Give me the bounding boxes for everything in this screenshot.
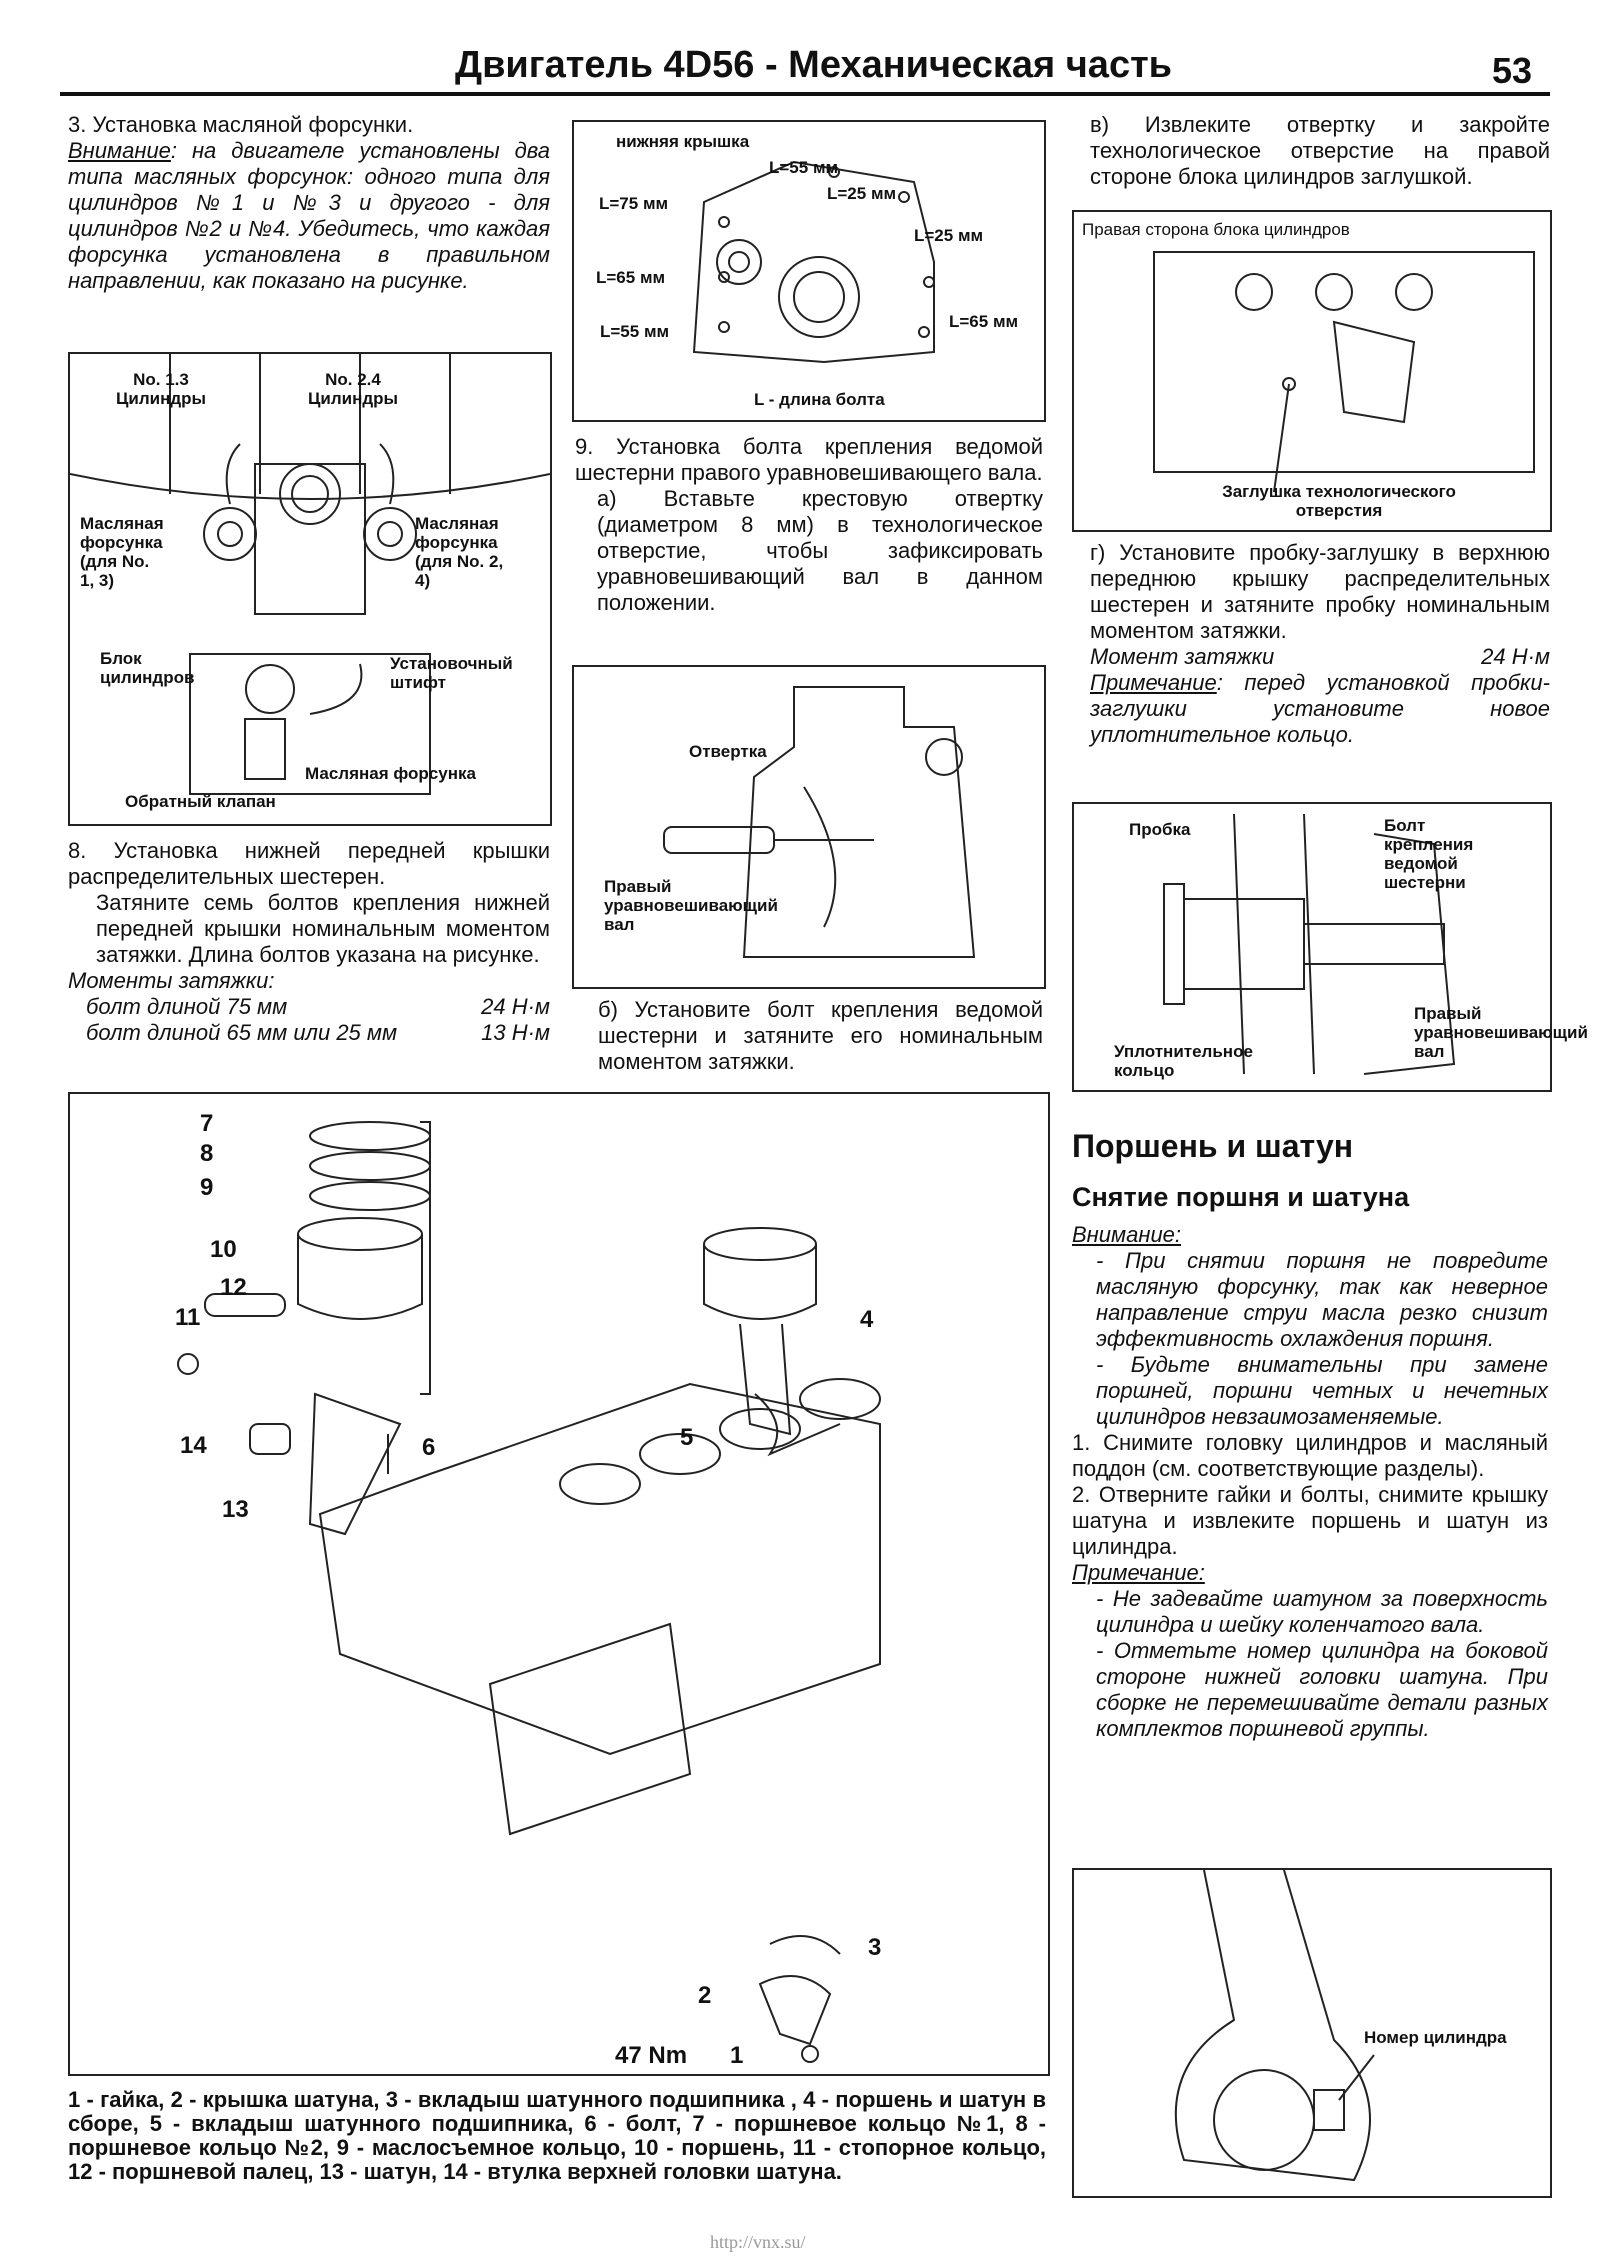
fig4-plug: Заглушка технологического отверстия [1222, 482, 1456, 520]
col1-step3-block: 3. Установка масляной форсунки. Внимание… [68, 112, 550, 294]
fig2-l75: L=75 мм [599, 194, 669, 213]
callout-14: 14 [180, 1432, 207, 1459]
figure-screwdriver: Отвертка Правый уравновешивающий вал [572, 665, 1046, 989]
header-rule [60, 92, 1550, 96]
torque-row: Момент затяжки 24 Н·м [1090, 644, 1550, 670]
callout-10: 10 [210, 1236, 237, 1263]
step-2: 2. Отверните гайки и болты, снимите крыш… [1072, 1482, 1548, 1559]
label-nozzle24: Масляная форсунка (для No. 2, 4) [415, 514, 504, 590]
torque-label: Момент затяжки [1090, 644, 1275, 669]
callout-5: 5 [680, 1424, 694, 1451]
torque-label: 47 Nm [615, 2042, 688, 2069]
col3-text-block: Внимание: - При снятии поршня не повреди… [1072, 1222, 1548, 1742]
fig5-plug: Пробка [1129, 820, 1191, 839]
figure-plug: Пробка Болт крепления ведомой шестерни П… [1072, 802, 1588, 1092]
step-v: в) Извлеките отвертку и закройте техноло… [1090, 112, 1550, 189]
fig2-l55a: L=55 мм [769, 158, 839, 177]
attention-2: - Будьте внимательны при замене поршней,… [1096, 1352, 1548, 1429]
exploded-drawing [177, 1121, 881, 2063]
label-block: Блок цилиндров [100, 649, 195, 687]
callout-2: 2 [698, 1982, 712, 2009]
note2-label: Примечание: [1072, 1560, 1205, 1585]
label-nozzle: Масляная форсунка [305, 764, 476, 783]
figure-legend: 1 - гайка, 2 - крышка шатуна, 3 - вклады… [68, 2087, 1046, 2184]
step-g: г) Установите пробку-заглушку в верхнюю … [1090, 540, 1550, 643]
col3-step-g-block: г) Установите пробку-заглушку в верхнюю … [1090, 540, 1550, 748]
callout-3: 3 [868, 1934, 882, 1961]
label-cyl13: No. 1.3 Цилиндры [116, 370, 207, 408]
torque-row-1: болт длиной 75 мм 24 Н·м [68, 994, 550, 1020]
attention-1: - При снятии поршня не повредите масляну… [1096, 1248, 1548, 1351]
callout-6: 6 [422, 1434, 436, 1461]
torques-label: Моменты затяжки: [68, 968, 275, 993]
callout-1: 1 [730, 2042, 744, 2069]
callout-7: 7 [200, 1110, 214, 1137]
subsection-title: Снятие поршня и шатуна [1072, 1182, 1410, 1212]
step-1: 1. Снимите головку цилиндров и масляный … [1072, 1430, 1548, 1481]
fig5-ring: Уплотнительное кольцо [1114, 1042, 1253, 1080]
col2-step9-block: 9. Установка болта крепления ведомой шес… [575, 434, 1043, 616]
fig4-title: Правая сторона блока цилиндров [1082, 220, 1350, 239]
callout-11: 11 [175, 1304, 201, 1331]
callout-12: 12 [220, 1274, 247, 1301]
label-cyl24: No. 2.4 Цилиндры [308, 370, 399, 408]
callout-9: 9 [200, 1174, 214, 1201]
torque1-value: 24 Н·м [481, 994, 550, 1019]
step8-heading: 8. Установка нижней передней крышки расп… [68, 838, 550, 889]
fig2-l65b: L=65 мм [949, 312, 1019, 331]
step8-text: Затяните семь болтов крепления нижней пе… [96, 890, 550, 967]
fig2-caption: L - длина болта [754, 390, 885, 409]
block-right-drawing [1153, 251, 1535, 493]
fig5-bolt: Болт крепления ведомой шестерни [1384, 816, 1474, 892]
figure-lower-cover: нижняя крышка L=55 мм L=25 мм L=75 мм L=… [572, 120, 1046, 422]
figure-rod-number: Номер цилиндра [1072, 1868, 1552, 2198]
note-plug: Примечание: перед установкой пробки-загл… [1090, 670, 1550, 748]
fig3-shaft: Правый уравновешивающий вал [604, 877, 778, 934]
lower-cover-drawing [692, 160, 935, 364]
screwdriver-drawing [663, 686, 976, 958]
label-valve: Обратный клапан [125, 792, 276, 811]
torque1-label: болт длиной 75 мм [86, 994, 288, 1019]
attention-label: Внимание: [1072, 1222, 1182, 1247]
oil-nozzles-drawing [70, 354, 550, 795]
fig2-l55b: L=55 мм [600, 322, 670, 341]
note-label: Примечание [1090, 670, 1217, 695]
note-text: : перед установкой пробки-заглушки устан… [1090, 670, 1550, 747]
torque-row-2: болт длиной 65 мм или 25 мм 13 Н·м [68, 1020, 550, 1046]
note2-a: - Не задевайте шатуном за поверхность ци… [1096, 1586, 1548, 1637]
fig5-shaft: Правый уравновешивающий вал [1414, 1004, 1588, 1061]
col1-step8-block: 8. Установка нижней передней крышки расп… [68, 838, 550, 1046]
page-number: 53 [1492, 50, 1533, 91]
note3-text: : на двигателе установлены два типа масл… [68, 138, 550, 293]
fig3-screwdriver: Отвертка [689, 742, 767, 761]
fig2-l65a: L=65 мм [596, 268, 666, 287]
fig2-l25a: L=25 мм [827, 184, 897, 203]
torque2-label: болт длиной 65 мм или 25 мм [86, 1020, 398, 1045]
figure-piston-block: 7 8 9 10 12 11 4 5 14 6 13 3 2 47 Nm 1 [68, 1092, 1050, 2076]
callout-4: 4 [860, 1306, 874, 1333]
torque2-value: 13 Н·м [481, 1020, 550, 1045]
page-title: Двигатель 4D56 - Механическая часть [455, 44, 1173, 86]
callout-8: 8 [200, 1140, 214, 1167]
callout-13: 13 [222, 1496, 249, 1523]
fig2-title: нижняя крышка [616, 132, 750, 151]
section-title: Поршень и шатун [1072, 1128, 1354, 1164]
step9b: б) Установите болт крепления ведомой шес… [598, 997, 1043, 1074]
label-nozzle13: Масляная форсунка (для No. 1, 3) [80, 514, 164, 590]
step9-heading: 9. Установка болта крепления ведомой шес… [575, 434, 1043, 485]
plug-drawing [1163, 813, 1456, 1075]
figure-oil-nozzles: No. 1.3 Цилиндры No. 2.4 Цилиндры Маслян… [68, 352, 552, 826]
label-pin: Установочный штифт [390, 654, 513, 692]
note3-label: Внимание [68, 138, 171, 163]
note2-b: - Отметьте номер цилиндра на боковой сто… [1096, 1638, 1548, 1741]
fig6-label: Номер цилиндра [1364, 2028, 1507, 2047]
figure-block-right-side: Правая сторона блока цилиндров Заглушка … [1072, 210, 1552, 532]
torque-value: 24 Н·м [1481, 644, 1550, 669]
fig2-l25b: L=25 мм [914, 226, 984, 245]
step9a: а) Вставьте крестовую отвертку (диаметро… [597, 486, 1043, 615]
footer-url: http://vnx.su/ [710, 2232, 806, 2252]
rod-drawing [1174, 1870, 1375, 2182]
step3-heading: 3. Установка масляной форсунки. [68, 112, 414, 137]
note3: Внимание: на двигателе установлены два т… [68, 138, 550, 294]
